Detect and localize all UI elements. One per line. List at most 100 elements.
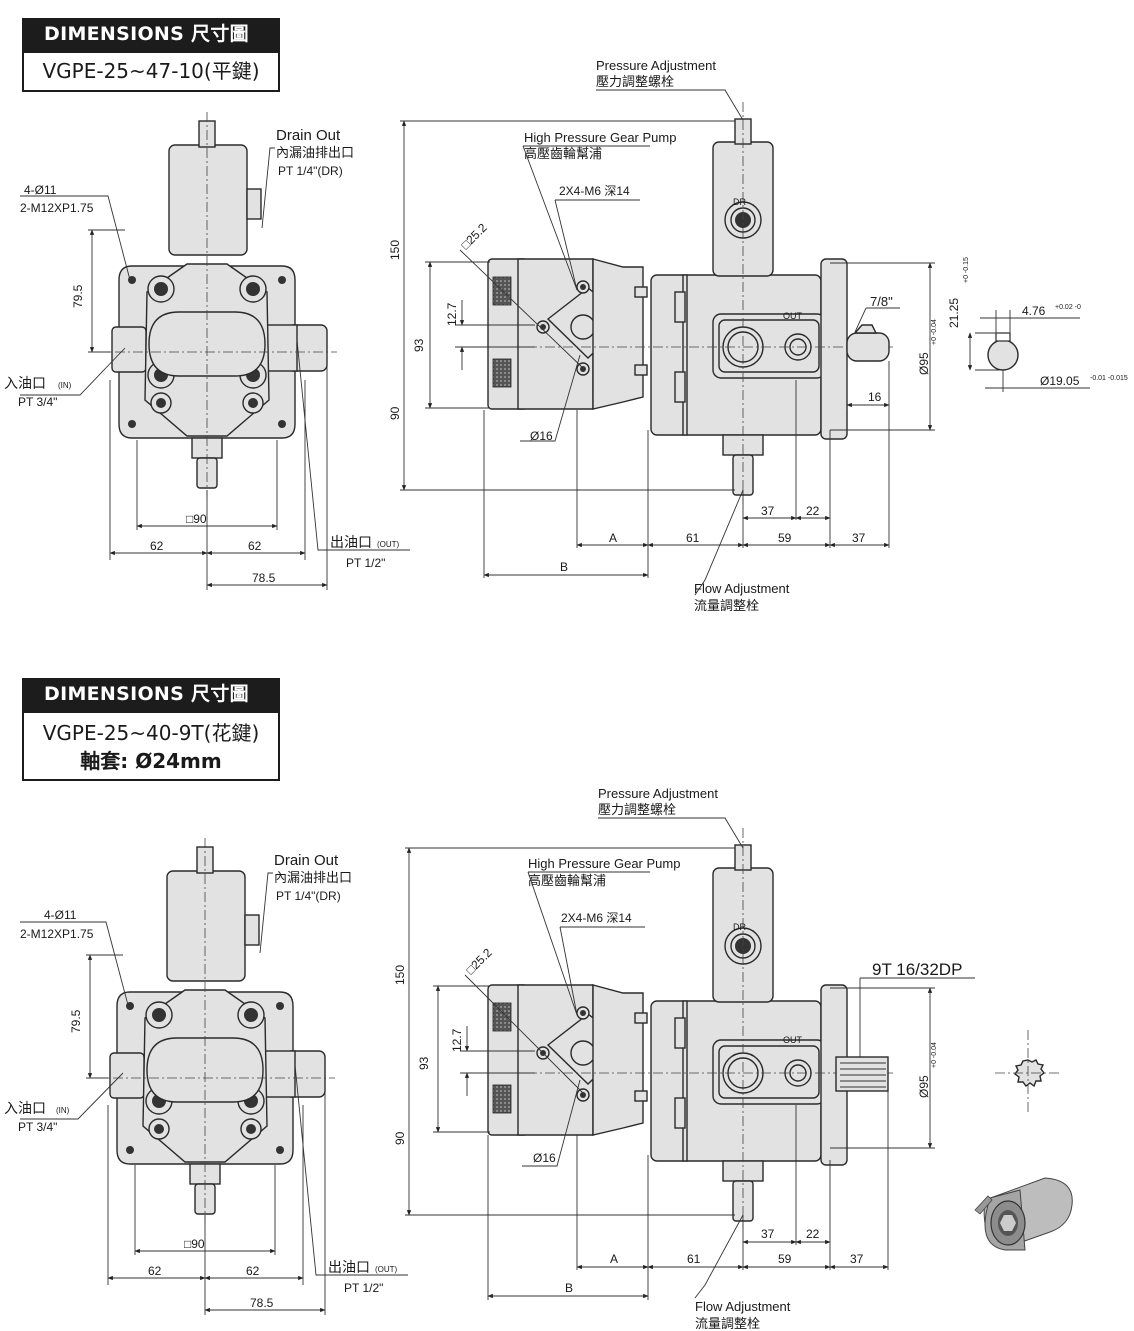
dim-sq90-a: □90 xyxy=(186,512,207,526)
drain-zh-b: 內漏油排出口 xyxy=(274,870,352,885)
shaft-spec-a: 7/8" xyxy=(870,294,893,309)
dim-o16-a: Ø16 xyxy=(530,429,553,443)
flow-en-b: Flow Adjustment xyxy=(695,1299,791,1314)
tap-label-a: 2X4-M6 深14 xyxy=(559,184,630,198)
gear-pump-zh-a: 高壓齒輪幫浦 xyxy=(524,146,602,161)
dim-key-21-25-tol: +0 -0.15 xyxy=(963,257,970,283)
dim-A-a: A xyxy=(609,531,617,545)
dim-sq25-2-a: □25.2 xyxy=(458,220,490,252)
dim-78-5-a: 78.5 xyxy=(252,571,276,585)
section2-model-box: VGPE-25~40-9T(花鍵) 軸套: Ø24mm xyxy=(22,711,280,781)
out-zh-a: 出油口 xyxy=(330,534,372,550)
dim-90-a: 90 xyxy=(388,406,402,420)
drain-zh-a: 內漏油排出口 xyxy=(276,145,354,160)
dim-79-5-a: 79.5 xyxy=(71,284,85,308)
dim-22-b: 22 xyxy=(806,1227,820,1241)
out-tag-side-b: OUT xyxy=(783,1035,803,1045)
dim-16-a: 16 xyxy=(868,390,882,404)
section2-model: VGPE-25~40-9T(花鍵) xyxy=(42,721,260,745)
dim-22-a: 22 xyxy=(806,504,820,518)
dim-79-5-b: 79.5 xyxy=(69,1009,83,1033)
out-pt-a: PT 1/2" xyxy=(346,556,385,570)
section1-front-dims xyxy=(20,147,410,590)
dim-37a-b: 37 xyxy=(761,1227,775,1241)
pressure-adj-en-b: Pressure Adjustment xyxy=(598,786,718,801)
out-tag-b: (OUT) xyxy=(375,1265,398,1274)
drain-en-a: Drain Out xyxy=(276,127,341,144)
in-tag-a: (IN) xyxy=(58,381,72,390)
dim-62a-b: 62 xyxy=(148,1264,162,1278)
drain-pt-a: PT 1/4"(DR) xyxy=(278,164,343,178)
flow-zh-b: 流量調整栓 xyxy=(695,1316,760,1331)
section2-sleeve: 軸套: Ø24mm xyxy=(80,749,222,773)
in-pt-b: PT 3/4" xyxy=(18,1120,57,1134)
dim-sq90-b: □90 xyxy=(184,1237,205,1251)
flow-zh-a: 流量調整栓 xyxy=(694,598,759,613)
dim-o16-b: Ø16 xyxy=(533,1151,556,1165)
section1-header: DIMENSIONS 尺寸圖 xyxy=(22,18,280,51)
out-zh-b: 出油口 xyxy=(328,1259,370,1275)
section2-front-dims xyxy=(20,872,408,1315)
dim-key-19-05: Ø19.05 xyxy=(1040,374,1080,388)
in-zh-b: 入油口 xyxy=(4,1100,46,1116)
section1-side-view xyxy=(472,101,894,503)
dim-key-19-05-tol: -0.01 -0.015 xyxy=(1090,375,1128,382)
pressure-adj-zh-b: 壓力調整螺栓 xyxy=(598,802,676,817)
out-pt-b: PT 1/2" xyxy=(344,1281,383,1295)
gear-pump-en-a: High Pressure Gear Pump xyxy=(524,130,676,145)
dim-59-b: 59 xyxy=(778,1252,792,1266)
dr-tag-b: DR xyxy=(733,922,746,932)
dim-37b-b: 37 xyxy=(850,1252,864,1266)
in-pt-a: PT 3/4" xyxy=(18,395,57,409)
pressure-adj-zh-a: 壓力調整螺栓 xyxy=(596,74,674,89)
drain-pt-b: PT 1/4"(DR) xyxy=(276,889,341,903)
drain-en-b: Drain Out xyxy=(274,852,339,869)
sleeve-part-image xyxy=(974,1177,1073,1251)
section2-side-dims xyxy=(405,817,975,1300)
section1-key-section xyxy=(967,310,1090,392)
dim-key-4-76-tol: +0.02 -0 xyxy=(1055,304,1081,311)
dim-61-a: 61 xyxy=(686,531,700,545)
dim-150-a: 150 xyxy=(388,240,402,260)
shaft-spec-b: 9T 16/32DP xyxy=(872,960,962,979)
dim-150-b: 150 xyxy=(393,965,407,985)
dim-59-a: 59 xyxy=(778,531,792,545)
holes-label-1-b: 4-Ø11 xyxy=(44,908,77,922)
dim-95-b: Ø95 xyxy=(917,1075,931,1098)
dim-A-b: A xyxy=(610,1252,618,1266)
holes-label-2-b: 2-M12XP1.75 xyxy=(20,927,94,941)
section1-model: VGPE-25~47-10(平鍵) xyxy=(42,59,260,83)
dim-key-21-25: 21.25 xyxy=(947,298,961,328)
gear-pump-en-b: High Pressure Gear Pump xyxy=(528,856,680,871)
dim-93-a: 93 xyxy=(412,338,426,352)
tap-label-b: 2X4-M6 深14 xyxy=(561,911,632,925)
section1-side-dims xyxy=(400,89,935,596)
holes-label-2-a: 2-M12XP1.75 xyxy=(20,201,94,215)
dim-90-b: 90 xyxy=(393,1131,407,1145)
in-tag-b: (IN) xyxy=(56,1106,70,1115)
dim-62b-b: 62 xyxy=(246,1264,260,1278)
dim-key-4-76: 4.76 xyxy=(1022,304,1046,318)
out-tag-a: (OUT) xyxy=(377,540,400,549)
dim-61-b: 61 xyxy=(687,1252,701,1266)
dim-78-5-b: 78.5 xyxy=(250,1296,274,1310)
flow-en-a: Flow Adjustment xyxy=(694,581,790,596)
spline-end-view xyxy=(995,1030,1062,1115)
dim-62b-a: 62 xyxy=(248,539,262,553)
out-tag-side-a: OUT xyxy=(783,311,803,321)
dim-95-tol-a: +0 -0.04 xyxy=(931,319,938,345)
gear-pump-zh-b: 高壓齒輪幫浦 xyxy=(528,873,606,888)
dim-62a-a: 62 xyxy=(150,539,164,553)
holes-label-1-a: 4-Ø11 xyxy=(24,183,57,197)
section1-model-box: VGPE-25~47-10(平鍵) xyxy=(22,51,280,92)
dim-12-7-a: 12.7 xyxy=(445,302,459,326)
dim-37a-a: 37 xyxy=(761,504,775,518)
pressure-adj-en-a: Pressure Adjustment xyxy=(596,58,716,73)
dim-37b-a: 37 xyxy=(852,531,866,545)
dim-B-b: B xyxy=(565,1281,573,1295)
dim-B-a: B xyxy=(560,560,568,574)
dim-sq25-2-b: □25.2 xyxy=(463,945,495,977)
dr-tag-a: DR xyxy=(733,197,746,207)
